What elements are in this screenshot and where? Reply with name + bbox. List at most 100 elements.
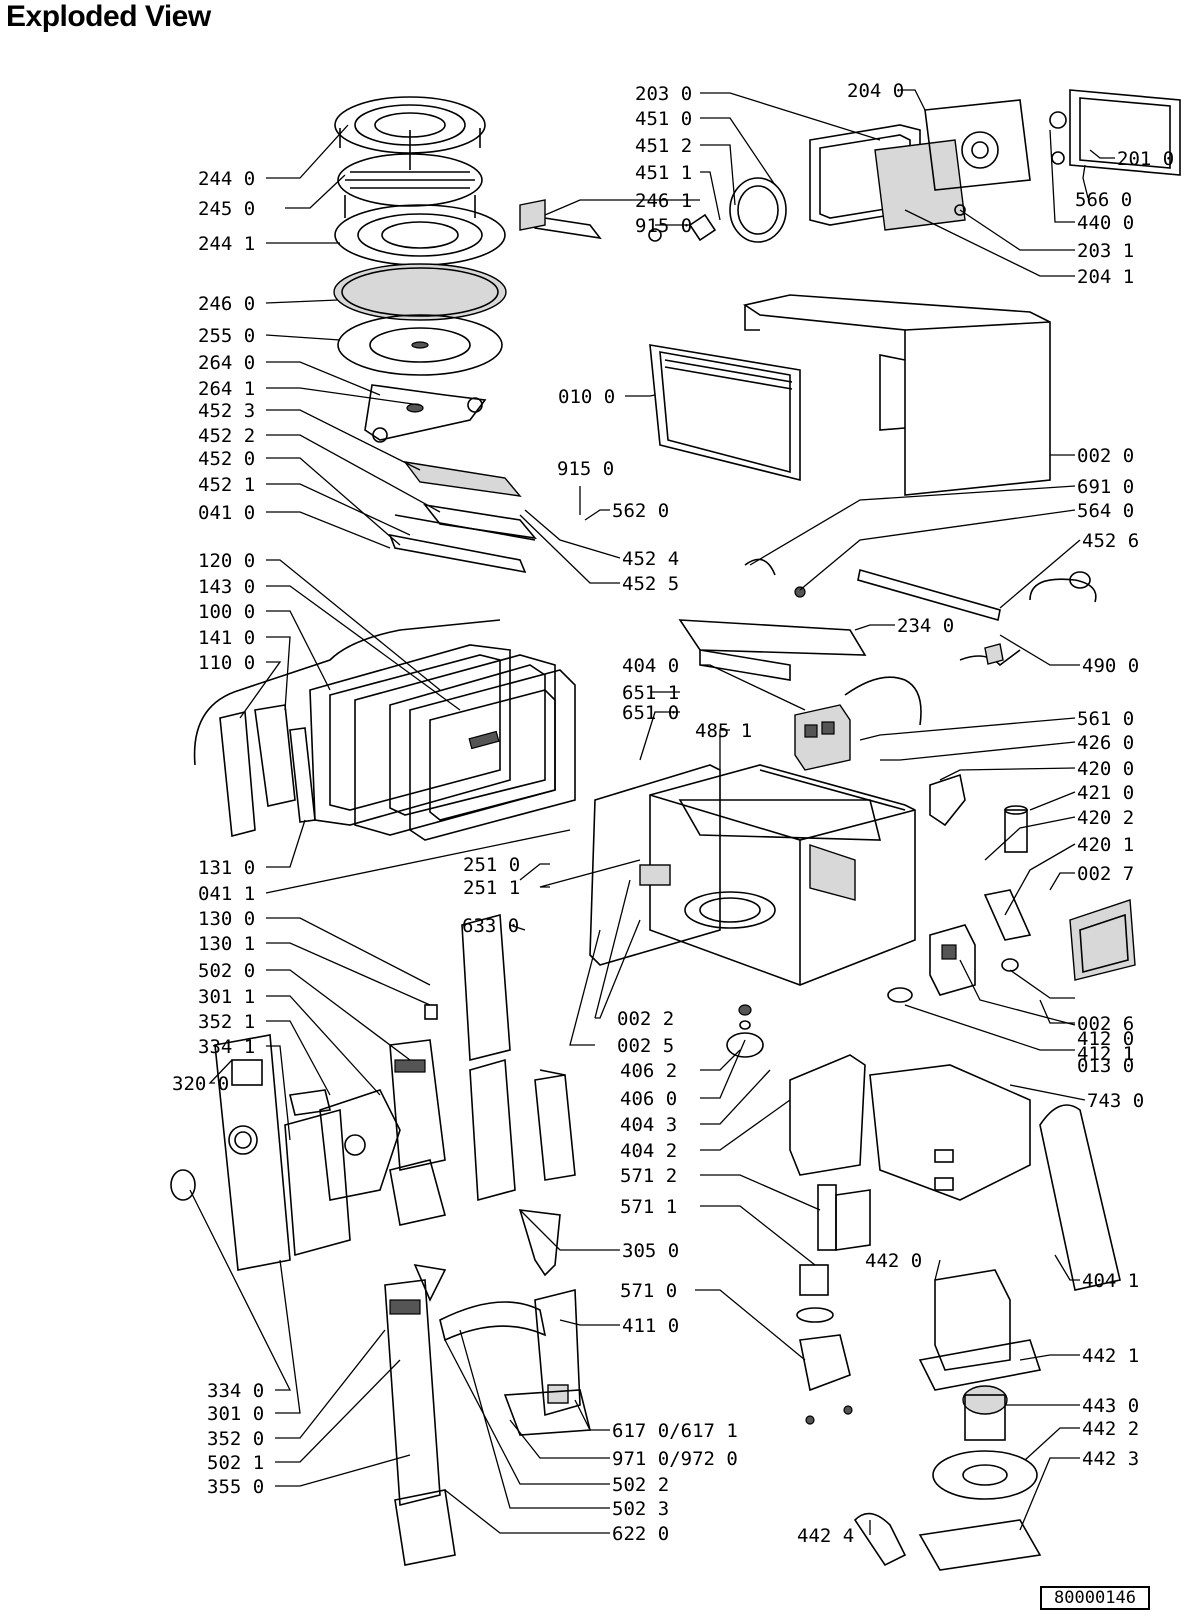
part-label-100-0: 100 0 xyxy=(198,601,255,623)
part-label-204-1: 204 1 xyxy=(1077,266,1134,288)
part-label-412-0: 412 0 xyxy=(1077,1028,1134,1050)
leader-lines xyxy=(189,89,1115,1535)
part-label-002-7: 002 7 xyxy=(1077,863,1134,885)
part-label-352-1: 352 1 xyxy=(198,1011,255,1033)
part-label-485-1: 485 1 xyxy=(695,720,752,742)
top-plate-wiring xyxy=(678,558,1097,726)
magnetron-fan xyxy=(853,1269,1042,1571)
part-label-352-0: 352 0 xyxy=(207,1428,264,1450)
part-label-442-2: 442 2 xyxy=(1082,1418,1139,1440)
part-label-334-1: 334 1 xyxy=(198,1036,255,1058)
part-label-442-1: 442 1 xyxy=(1082,1345,1139,1367)
part-label-251-1: 251 1 xyxy=(463,877,520,899)
turntable-motor xyxy=(726,1004,764,1058)
part-label-234-0: 234 0 xyxy=(897,615,954,637)
part-label-420-1: 420 1 xyxy=(1077,834,1134,856)
oven-cavity xyxy=(589,764,916,986)
part-label-301-1: 301 1 xyxy=(198,986,255,1008)
light-assembly xyxy=(796,1184,871,1425)
control-panel xyxy=(170,913,592,1566)
part-label-002-6: 002 6 xyxy=(1077,1013,1134,1035)
turntable-support xyxy=(364,384,487,443)
magnetron xyxy=(887,924,1019,1003)
part-label-041-1: 041 1 xyxy=(198,883,255,905)
part-label-562-0: 562 0 xyxy=(612,500,669,522)
crisp-plate xyxy=(333,263,507,321)
part-label-203-0: 203 0 xyxy=(635,83,692,105)
page-title: Exploded View xyxy=(6,0,211,33)
part-label-404-0: 404 0 xyxy=(622,655,679,677)
part-label-651-1: 651 1 xyxy=(622,682,679,704)
part-label-246-1: 246 1 xyxy=(635,190,692,212)
part-label-244-1: 244 1 xyxy=(198,233,255,255)
part-label-245-0: 245 0 xyxy=(198,198,255,220)
part-label-130-1: 130 1 xyxy=(198,933,255,955)
part-label-404-1: 404 1 xyxy=(1082,1270,1139,1292)
part-label-141-0: 141 0 xyxy=(198,627,255,649)
door-assembly xyxy=(193,619,576,841)
grill-rack-low xyxy=(337,153,483,218)
part-label-442-0: 442 0 xyxy=(865,1250,922,1272)
part-label-204-0: 204 0 xyxy=(847,80,904,102)
part-label-571-0: 571 0 xyxy=(620,1280,677,1302)
part-label-301-0: 301 0 xyxy=(207,1403,264,1425)
part-label-452-1: 452 1 xyxy=(198,474,255,496)
part-label-443-0: 443 0 xyxy=(1082,1395,1139,1417)
part-label-442-3: 442 3 xyxy=(1082,1448,1139,1470)
part-label-010-0: 010 0 xyxy=(558,386,615,408)
part-label-651-0: 651 0 xyxy=(622,702,679,724)
part-label-013-0: 013 0 xyxy=(1077,1055,1134,1077)
part-label-502-0: 502 0 xyxy=(198,960,255,982)
part-label-502-1: 502 1 xyxy=(207,1452,264,1474)
part-label-406-0: 406 0 xyxy=(620,1088,677,1110)
part-label-571-1: 571 1 xyxy=(620,1196,677,1218)
part-label-002-2: 002 2 xyxy=(617,1008,674,1030)
part-label-452-5: 452 5 xyxy=(622,573,679,595)
rear-convection-panel xyxy=(809,89,1181,231)
part-label-442-4: 442 4 xyxy=(797,1525,854,1547)
part-label-451-2: 451 2 xyxy=(635,135,692,157)
part-label-130-0: 130 0 xyxy=(198,908,255,930)
outer-casing xyxy=(649,294,1051,496)
part-label-452-0: 452 0 xyxy=(198,448,255,470)
part-label-110-0: 110 0 xyxy=(198,652,255,674)
part-label-452-2: 452 2 xyxy=(198,425,255,447)
part-label-490-0: 490 0 xyxy=(1082,655,1139,677)
part-label-421-0: 421 0 xyxy=(1077,782,1134,804)
part-label-244-0: 244 0 xyxy=(198,168,255,190)
glass-turntable xyxy=(337,314,503,376)
part-label-571-2: 571 2 xyxy=(620,1165,677,1187)
part-label-691-0: 691 0 xyxy=(1077,476,1134,498)
part-label-404-2: 404 2 xyxy=(620,1140,677,1162)
part-label-915-0b: 915 0 xyxy=(557,458,614,480)
part-label-264-0: 264 0 xyxy=(198,352,255,374)
part-label-041-0: 041 0 xyxy=(198,502,255,524)
part-label-452-4: 452 4 xyxy=(622,548,679,570)
grill-rack-high xyxy=(334,96,486,170)
part-label-566-0: 566 0 xyxy=(1075,189,1132,211)
part-label-502-2: 502 2 xyxy=(612,1474,669,1496)
part-label-451-1: 451 1 xyxy=(635,162,692,184)
part-label-246-0: 246 0 xyxy=(198,293,255,315)
part-label-502-3: 502 3 xyxy=(612,1498,669,1520)
wire-rack xyxy=(334,204,506,266)
reference-number: 80000146 xyxy=(1040,1586,1150,1610)
part-label-743-0: 743 0 xyxy=(1087,1090,1144,1112)
part-label-120-0: 120 0 xyxy=(198,550,255,572)
part-label-264-1: 264 1 xyxy=(198,378,255,400)
part-label-203-1: 203 1 xyxy=(1077,240,1134,262)
part-label-617-0: 617 0/617 1 xyxy=(612,1420,738,1442)
part-label-452-3: 452 3 xyxy=(198,400,255,422)
part-label-633-0: 633 0 xyxy=(462,915,519,937)
part-label-305-0: 305 0 xyxy=(622,1240,679,1262)
part-label-420-0: 420 0 xyxy=(1077,758,1134,780)
part-label-143-0: 143 0 xyxy=(198,576,255,598)
part-label-411-0: 411 0 xyxy=(622,1315,679,1337)
cooling-fan-assembly xyxy=(519,177,787,243)
part-label-452-6: 452 6 xyxy=(1082,530,1139,552)
part-label-201-0: 201 0 xyxy=(1117,148,1174,170)
part-label-412-1: 412 1 xyxy=(1077,1043,1134,1065)
part-label-420-2: 420 2 xyxy=(1077,807,1134,829)
